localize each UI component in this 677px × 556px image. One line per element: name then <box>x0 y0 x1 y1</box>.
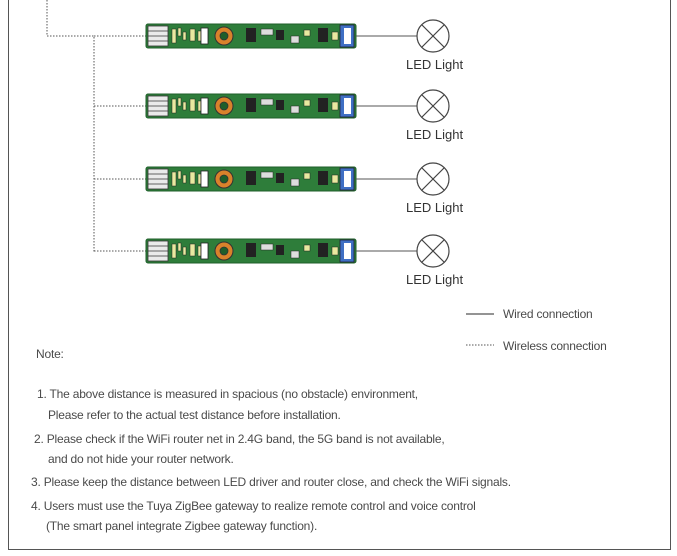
capacitor <box>200 170 209 188</box>
ic-chip <box>246 98 256 112</box>
capacitor <box>200 27 209 45</box>
driver-row-4 <box>94 234 450 268</box>
component <box>189 171 196 185</box>
component <box>182 246 187 256</box>
led-light-label: LED Light <box>406 57 464 72</box>
component <box>171 98 177 114</box>
driver-row-2 <box>94 89 450 123</box>
component <box>182 174 187 184</box>
legend-graphics <box>466 313 494 346</box>
ic-chip <box>318 98 328 112</box>
component <box>197 245 202 257</box>
led-light-label: LED Light <box>406 200 464 215</box>
component <box>182 101 187 111</box>
note-2-line-1: 2. Please check if the WiFi router net i… <box>34 432 445 446</box>
ic-chip <box>318 171 328 185</box>
driver-row-1 <box>94 19 450 53</box>
component <box>171 243 177 259</box>
note-1-line-1: 1. The above distance is measured in spa… <box>37 387 418 401</box>
ic-chip <box>318 243 328 257</box>
ic-chip <box>246 28 256 42</box>
component <box>177 97 182 107</box>
led-light-label: LED Light <box>406 272 464 287</box>
component <box>171 28 177 44</box>
note-title: Note: <box>36 347 64 361</box>
driver-row-3 <box>94 162 450 196</box>
capacitor <box>200 97 209 115</box>
note-1-line-2: Please refer to the actual test distance… <box>48 408 341 422</box>
note-4-line-2: (The smart panel integrate Zigbee gatewa… <box>46 519 318 533</box>
component <box>197 173 202 185</box>
legend-wireless-label: Wireless connection <box>503 339 607 353</box>
ic-chip <box>246 243 256 257</box>
capacitor <box>200 242 209 260</box>
diagram-frame <box>8 0 671 550</box>
component <box>197 100 202 112</box>
component <box>171 171 177 187</box>
component <box>189 28 196 42</box>
ic-chip <box>246 171 256 185</box>
component <box>189 98 196 112</box>
note-3-line-1: 3. Please keep the distance between LED … <box>31 475 511 489</box>
note-2-line-2: and do not hide your router network. <box>48 452 234 466</box>
note-4-line-1: 4. Users must use the Tuya ZigBee gatewa… <box>31 499 476 513</box>
component <box>182 31 187 41</box>
wireless-trunk <box>46 0 95 253</box>
ic-chip <box>318 28 328 42</box>
component <box>189 243 196 257</box>
component <box>177 170 182 180</box>
wiring-diagram <box>46 0 450 268</box>
component <box>177 27 182 37</box>
legend-wired-label: Wired connection <box>503 307 593 321</box>
component <box>177 242 182 252</box>
component <box>197 30 202 42</box>
led-light-label: LED Light <box>406 127 464 142</box>
